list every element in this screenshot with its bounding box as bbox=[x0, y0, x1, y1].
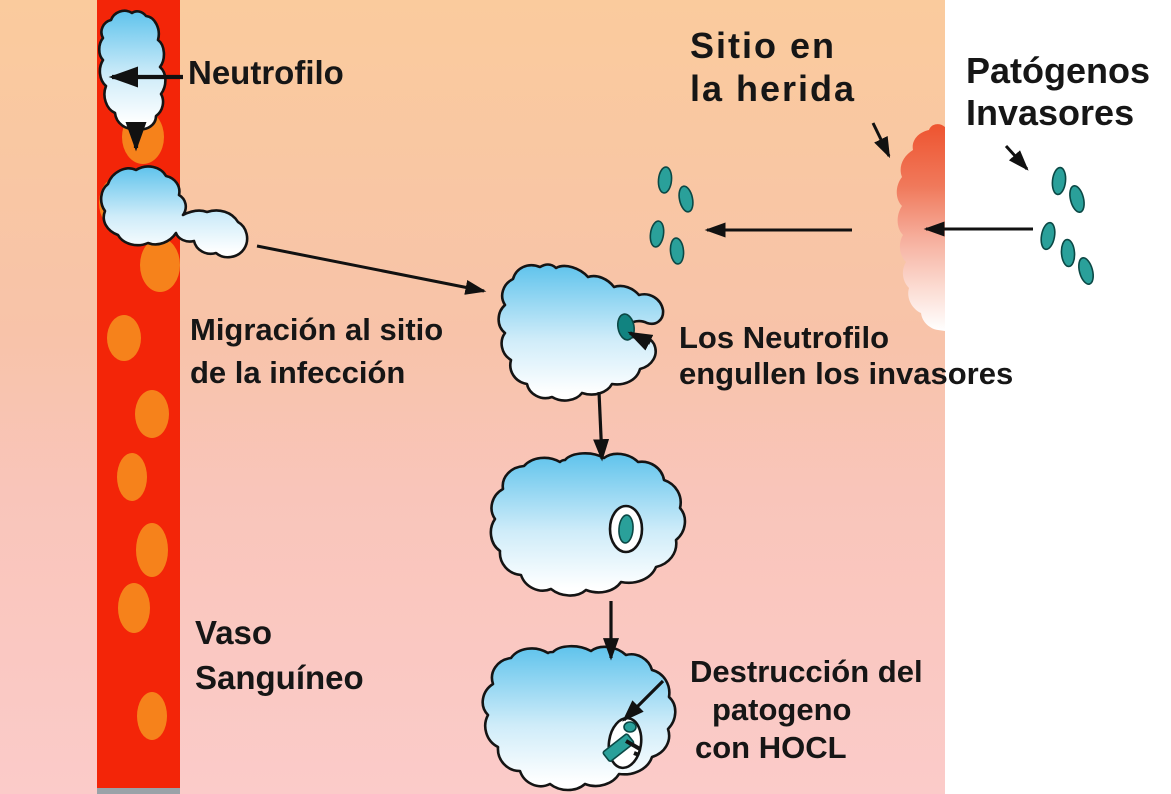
red-blood-cell bbox=[117, 453, 147, 501]
engulf-label: Los Neutrofilo engullen los invasores bbox=[679, 320, 1013, 392]
red-blood-cell bbox=[107, 315, 141, 361]
wound-site-label: Sitio en la herida bbox=[690, 24, 856, 110]
engulf-label-line2: engullen los invasores bbox=[679, 356, 1014, 391]
destruction-label-line3: con HOCL bbox=[695, 730, 847, 765]
arrow-engulfed-pathogen-icon bbox=[627, 331, 654, 351]
pathogen bbox=[678, 185, 694, 213]
arrow-stage3-to-stage4-icon bbox=[593, 391, 610, 462]
invading-pathogens-label-line1: Patógenos bbox=[966, 50, 1151, 91]
arrows bbox=[108, 66, 1033, 722]
pathogen bbox=[1069, 185, 1085, 213]
arrow-wound-site-icon bbox=[871, 122, 891, 159]
wound-site-label-line2: la herida bbox=[690, 68, 857, 109]
blood-vessel-label: Vaso Sanguíneo bbox=[195, 610, 364, 700]
pathogen bbox=[669, 237, 685, 265]
red-blood-cell bbox=[137, 692, 167, 740]
invading-pathogens-label-line2: Invasores bbox=[966, 92, 1135, 133]
neutrophil-label: Neutrofilo bbox=[188, 54, 344, 91]
destruction-label-line2: patogeno bbox=[712, 692, 852, 727]
pathogen bbox=[1051, 166, 1067, 196]
pathogen bbox=[1040, 221, 1056, 251]
pathogen-fragment bbox=[602, 733, 635, 762]
exterior-white-area bbox=[945, 0, 1171, 794]
arrow-destruction-vacuole-icon bbox=[622, 679, 665, 722]
fragment-mark bbox=[625, 739, 641, 751]
pathogen bbox=[1060, 238, 1076, 268]
arrow-migration-icon bbox=[256, 244, 487, 295]
fragment-mark bbox=[633, 751, 640, 757]
pathogen-in-vacuole bbox=[618, 514, 634, 544]
phagosome-vacuole bbox=[608, 504, 644, 554]
neutrophil-stage4-phagosome bbox=[489, 452, 687, 597]
wound-site-label-line1: Sitio en bbox=[690, 25, 837, 66]
red-blood-cell bbox=[118, 583, 150, 633]
migration-label-line1: Migración al sitio bbox=[190, 312, 444, 347]
engulf-label-line1: Los Neutrofilo bbox=[679, 320, 890, 355]
pathogen bbox=[649, 220, 665, 248]
red-blood-cell bbox=[136, 523, 168, 577]
migration-label-line2: de la infección bbox=[190, 355, 406, 390]
blood-vessel-label-line2: Sanguíneo bbox=[195, 659, 364, 696]
blood-vessel-label-line1: Vaso bbox=[195, 614, 273, 651]
destruction-label-line1: Destrucción del bbox=[690, 654, 923, 689]
neutrophil-stage3-engulfing bbox=[497, 263, 665, 402]
wound-site-blob bbox=[896, 124, 945, 331]
destruction-label: Destrucción del patogeno con HOCL bbox=[690, 653, 923, 767]
red-blood-cell bbox=[135, 390, 169, 438]
arrow-pathogens-label-icon bbox=[1004, 144, 1029, 171]
neutrophil-stage2-diapedesis bbox=[99, 165, 249, 259]
invading-pathogens-label: Patógenos Invasores bbox=[966, 50, 1150, 134]
vessel-bottom-edge bbox=[97, 788, 180, 794]
pathogen-fragment bbox=[623, 721, 637, 733]
migration-label: Migración al sitio de la infección bbox=[190, 308, 443, 394]
pathogen bbox=[657, 166, 673, 194]
invading-pathogens-group bbox=[1040, 166, 1094, 285]
pathogen bbox=[1078, 257, 1094, 285]
red-blood-cell bbox=[140, 238, 180, 292]
pathogens-at-wound-site bbox=[649, 166, 694, 265]
